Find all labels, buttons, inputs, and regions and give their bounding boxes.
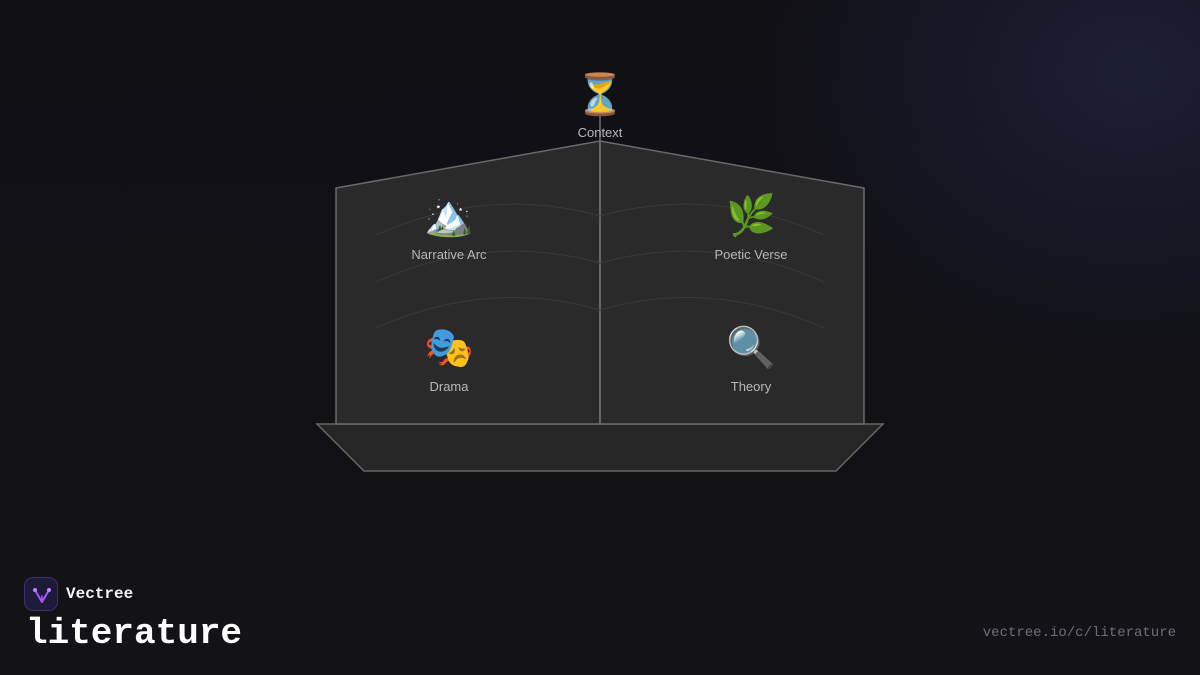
- page-text-lines: [375, 203, 825, 329]
- magnifying-glass-icon: 🔍: [726, 322, 776, 371]
- theater-masks-icon: 🎭: [424, 325, 474, 371]
- book-base: [315, 423, 885, 472]
- brand-name[interactable]: Vectree: [66, 585, 134, 603]
- drama-node: 🎭 Drama: [424, 325, 474, 394]
- hourglass-icon: ⏳: [575, 71, 625, 118]
- vectree-logo-icon[interactable]: [24, 577, 58, 611]
- brand-block: Vectree literature: [24, 577, 444, 667]
- context-label: Context: [578, 125, 623, 140]
- mountain-icon: 🏔️: [424, 193, 474, 239]
- page-url[interactable]: vectree.io/c/literature: [982, 625, 1176, 641]
- narrative-arc-label: Narrative Arc: [411, 247, 487, 262]
- narrative-arc-node: 🏔️ Narrative Arc: [411, 193, 487, 262]
- poetic-verse-node: 🌿 Poetic Verse: [715, 192, 788, 262]
- context-node: ⏳ Context: [575, 71, 625, 140]
- herb-leaf-icon: 🌿: [726, 192, 776, 239]
- drama-label: Drama: [429, 379, 469, 394]
- topic-title: literature: [26, 613, 243, 654]
- poetic-verse-label: Poetic Verse: [715, 247, 788, 262]
- theory-label: Theory: [731, 379, 772, 394]
- theory-node: 🔍 Theory: [726, 322, 776, 394]
